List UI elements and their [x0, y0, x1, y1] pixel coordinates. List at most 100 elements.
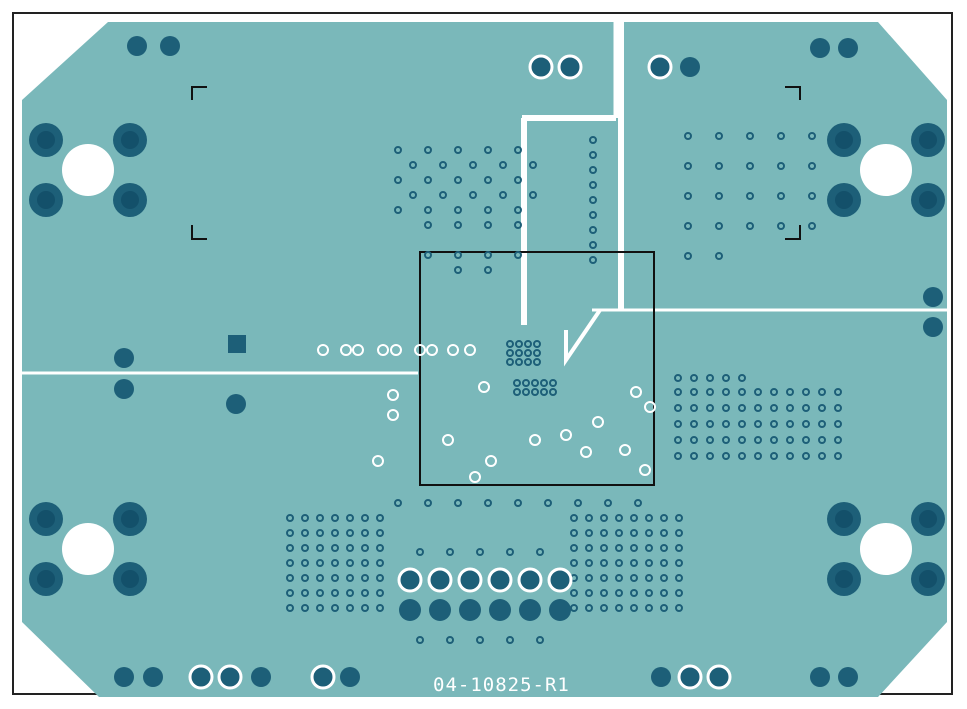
ringed-pad	[647, 54, 673, 80]
via	[515, 349, 523, 357]
ring-via	[352, 344, 364, 356]
via	[454, 266, 462, 274]
via	[484, 176, 492, 184]
via	[585, 574, 593, 582]
ring-via	[426, 344, 438, 356]
via	[660, 574, 668, 582]
via	[476, 636, 484, 644]
ringed-pad	[706, 664, 732, 690]
via	[738, 404, 746, 412]
ring-via	[387, 389, 399, 401]
via	[514, 176, 522, 184]
via	[346, 544, 354, 552]
via	[722, 436, 730, 444]
via	[286, 574, 294, 582]
via	[301, 514, 309, 522]
via	[316, 529, 324, 537]
via	[589, 226, 597, 234]
connector-pad	[459, 599, 481, 621]
via	[439, 161, 447, 169]
ring-via	[485, 455, 497, 467]
via	[630, 529, 638, 537]
connector-pad	[487, 567, 513, 593]
via	[469, 161, 477, 169]
via	[286, 514, 294, 522]
via	[808, 162, 816, 170]
ringed-pad	[528, 54, 554, 80]
via	[777, 132, 785, 140]
ringed-pad	[557, 54, 583, 80]
via	[424, 146, 432, 154]
via	[331, 544, 339, 552]
via	[818, 404, 826, 412]
via	[570, 514, 578, 522]
ring-via	[340, 344, 352, 356]
connector-pad	[517, 567, 543, 593]
mount-pad-center	[835, 570, 853, 588]
via	[706, 452, 714, 460]
via	[738, 420, 746, 428]
via	[585, 529, 593, 537]
via	[589, 181, 597, 189]
mount-pad-center	[121, 191, 139, 209]
via	[574, 499, 582, 507]
via	[376, 514, 384, 522]
via	[786, 436, 794, 444]
ring-via	[414, 344, 426, 356]
via	[376, 604, 384, 612]
via	[331, 514, 339, 522]
via	[777, 162, 785, 170]
ring-via	[529, 434, 541, 446]
misc-pads	[114, 36, 943, 690]
pad	[838, 667, 858, 687]
via	[834, 436, 842, 444]
via	[331, 589, 339, 597]
via	[674, 404, 682, 412]
via	[536, 548, 544, 556]
via	[684, 252, 692, 260]
mount-pad-center	[37, 191, 55, 209]
via	[770, 452, 778, 460]
via	[376, 589, 384, 597]
via	[589, 151, 597, 159]
mounting-hole	[62, 144, 114, 196]
mount-pad-center	[37, 570, 55, 588]
via	[786, 404, 794, 412]
via	[690, 374, 698, 382]
via	[301, 604, 309, 612]
mount-pad-center	[121, 131, 139, 149]
via	[540, 388, 548, 396]
via	[660, 559, 668, 567]
via	[675, 514, 683, 522]
via	[514, 146, 522, 154]
via	[808, 222, 816, 230]
pad	[143, 667, 163, 687]
via	[645, 529, 653, 537]
via	[361, 514, 369, 522]
ringed-pad	[217, 664, 243, 690]
via	[514, 251, 522, 259]
via	[361, 544, 369, 552]
via	[746, 222, 754, 230]
via	[746, 162, 754, 170]
via	[722, 374, 730, 382]
pad	[160, 36, 180, 56]
via	[540, 379, 548, 387]
corner-marks	[191, 86, 801, 240]
pad	[114, 379, 134, 399]
mount-pad-center	[37, 131, 55, 149]
via	[301, 529, 309, 537]
via	[316, 574, 324, 582]
mounting-hole	[860, 523, 912, 575]
via	[331, 574, 339, 582]
via	[706, 388, 714, 396]
via	[376, 544, 384, 552]
via	[754, 436, 762, 444]
via	[675, 544, 683, 552]
via	[818, 388, 826, 396]
via	[615, 574, 623, 582]
via	[715, 132, 723, 140]
mount-pad-center	[919, 510, 937, 528]
via	[770, 404, 778, 412]
